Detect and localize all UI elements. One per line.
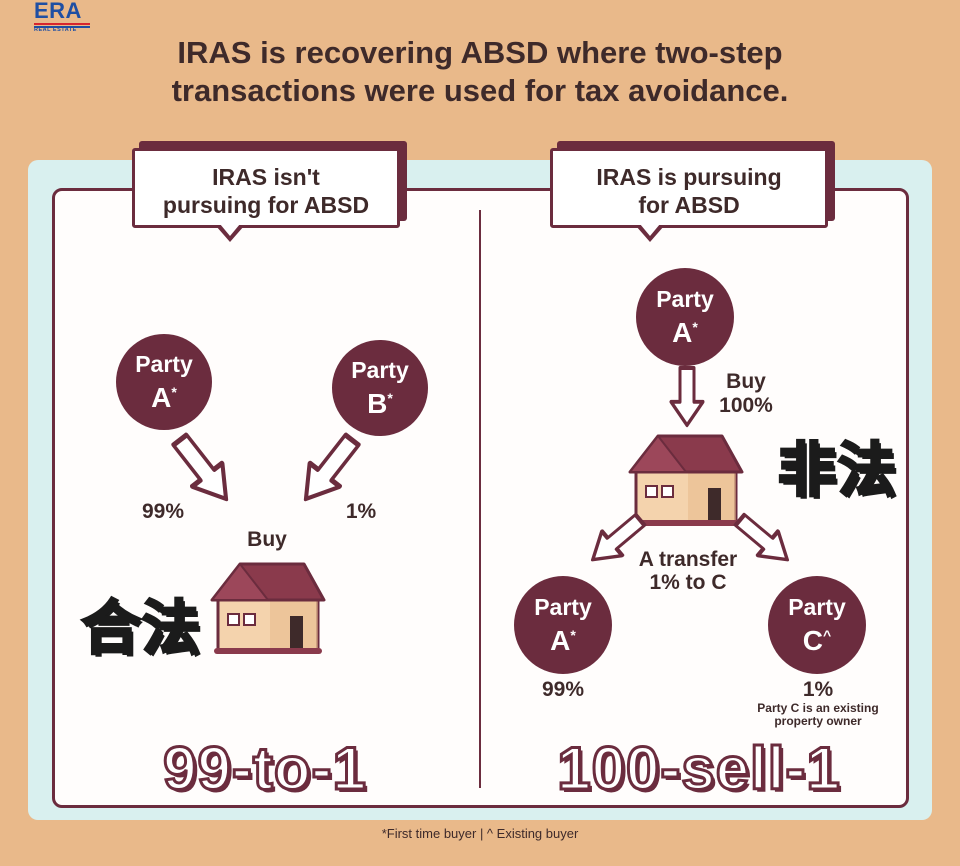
buy-100-label: Buy 100%: [708, 370, 784, 418]
logo-word: ERA: [34, 0, 82, 23]
left-bubble-line-2: pursuing for ABSD: [162, 192, 370, 218]
house-icon: [210, 562, 326, 656]
party-a-bottom-letter: A: [550, 625, 571, 656]
buy-percent: 100%: [719, 394, 773, 417]
scheme-100-sell-1: 100-sell-1: [556, 734, 842, 803]
right-bubble-tail-fill: [640, 224, 660, 236]
buy-label: Buy: [726, 370, 766, 393]
party-c-circle: Party C^: [768, 576, 866, 674]
party-a-letter: A: [151, 382, 172, 413]
house-icon: [628, 434, 744, 528]
scheme-99-to-1: 99-to-1: [162, 734, 368, 803]
party-c-note: Party C is an existing property owner: [738, 702, 898, 728]
party-a-top-circle: Party A*: [636, 268, 734, 366]
right-speech-bubble: IRAS is pursuing for ABSD: [550, 148, 828, 228]
party-b-letter: B: [367, 388, 388, 419]
party-b-mark: *: [387, 390, 393, 406]
arrow-a-to-house-icon: [165, 428, 241, 511]
right-bubble-line-2: for ABSD: [638, 192, 740, 218]
party-c-letter: C: [802, 625, 824, 656]
right-bubble-line-1: IRAS is pursuing: [596, 164, 782, 190]
left-bubble-tail-fill: [220, 224, 240, 236]
title-line-2: transactions were used for tax avoidance…: [171, 73, 789, 108]
party-a-top-name: Party: [656, 286, 714, 312]
party-b-circle: Party B*: [332, 340, 428, 436]
party-a-top-letter: A: [672, 317, 693, 348]
note-line-1: Party C is an existing: [757, 701, 879, 715]
arrow-b-to-house-icon: [291, 428, 367, 511]
title-line-1: IRAS is recovering ABSD where two-step: [177, 35, 783, 70]
left-speech-bubble: IRAS isn't pursuing for ABSD: [132, 148, 400, 228]
logo-stripe-blue: [34, 25, 90, 28]
party-c-mark: ^: [823, 627, 832, 643]
party-c-name: Party: [788, 594, 846, 620]
transfer-label: A transfer 1% to C: [618, 548, 758, 594]
footnote: *First time buyer | ^ Existing buyer: [381, 826, 579, 841]
legal-tag: 合法: [80, 594, 203, 662]
party-a-name: Party: [135, 351, 193, 377]
left-bubble-line-1: IRAS isn't: [212, 164, 320, 190]
party-a-mark: *: [171, 384, 177, 400]
page-title: IRAS is recovering ABSD where two-step t…: [80, 34, 880, 110]
party-a-bottom-circle: Party A*: [514, 576, 612, 674]
party-a-top-mark: *: [692, 319, 698, 335]
share-b-label: 1%: [345, 500, 377, 523]
panel-divider: [479, 210, 481, 788]
logo-subtitle: REAL ESTATE: [34, 27, 77, 33]
buy-label: Buy: [247, 528, 287, 551]
party-a-bottom-mark: *: [570, 627, 576, 643]
share-a-label: 99%: [141, 500, 185, 523]
party-b-name: Party: [351, 357, 409, 383]
era-logo: ERA REAL ESTATE: [34, 0, 98, 38]
party-a-circle: Party A*: [116, 334, 212, 430]
arrow-a-buy-icon: [669, 366, 705, 428]
transfer-line-1: A transfer: [638, 548, 738, 571]
party-a-bottom-name: Party: [534, 594, 592, 620]
illegal-tag: 非法: [776, 436, 899, 504]
share-a-bottom-label: 99%: [541, 678, 585, 701]
share-c-label: 1%: [802, 678, 834, 701]
note-line-2: property owner: [774, 714, 862, 728]
logo-stripe-red: [34, 23, 90, 25]
transfer-line-2: 1% to C: [649, 571, 727, 594]
